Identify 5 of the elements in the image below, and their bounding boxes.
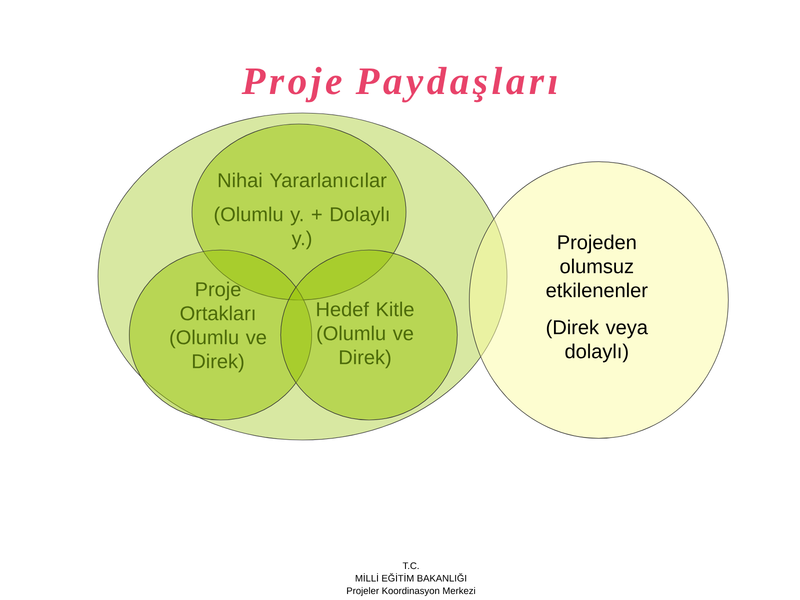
footer-text: Projeler Koordinasyon Merkezi [347, 587, 476, 596]
venn-circle [98, 112, 508, 440]
footer-text: T.C. [402, 562, 419, 570]
title: Proje Paydaşları [242, 66, 557, 102]
footer-text: MİLLİ EĞİTİM BAKANLIĞI [356, 573, 466, 582]
